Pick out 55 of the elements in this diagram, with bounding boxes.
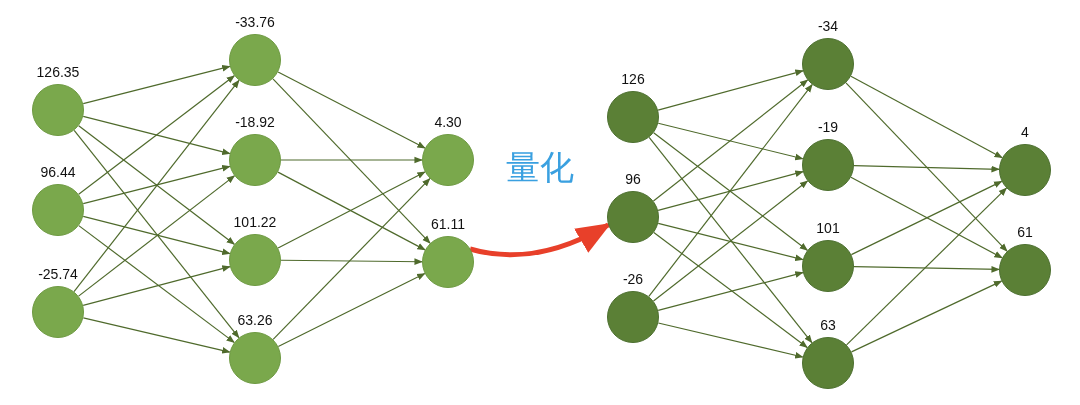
value-label: 4.30 <box>433 114 463 130</box>
arrow <box>272 78 431 244</box>
arrow <box>82 317 231 354</box>
arrow <box>82 265 231 306</box>
value-label: 126 <box>620 71 646 87</box>
value-label: 61.11 <box>430 216 466 232</box>
arrow <box>82 65 231 105</box>
value-label: 61 <box>1016 224 1034 240</box>
arrow <box>78 225 235 343</box>
arrow <box>280 156 423 164</box>
arrow <box>850 280 1003 353</box>
arrow <box>648 83 813 297</box>
arrow <box>82 115 231 155</box>
value-label: -26 <box>621 271 645 287</box>
arrow <box>853 265 1000 273</box>
arrow <box>657 122 804 161</box>
arrow <box>78 175 236 297</box>
value-label: -19 <box>816 119 840 135</box>
arrow <box>280 258 423 265</box>
arrow <box>653 132 808 251</box>
arrow <box>277 272 426 348</box>
arrow <box>657 222 804 262</box>
arrow <box>652 79 809 202</box>
arrow <box>78 75 235 195</box>
arrow <box>657 69 804 111</box>
value-label: -25.74 <box>37 266 79 282</box>
arrow <box>657 271 804 312</box>
value-label: 101 <box>815 220 841 236</box>
arrow <box>845 82 1008 252</box>
arrow <box>73 79 240 293</box>
arrow <box>82 215 231 255</box>
edge-label: 量化 <box>506 146 574 189</box>
value-label: -18.92 <box>234 114 276 130</box>
arrow <box>648 136 813 344</box>
arrow <box>82 165 231 205</box>
arrow <box>853 165 1000 173</box>
arrow <box>850 75 1003 159</box>
arrow <box>272 178 431 340</box>
arrow <box>78 125 235 245</box>
value-label: -33.76 <box>234 14 276 30</box>
value-label: 63 <box>819 317 837 333</box>
arrow <box>657 170 804 211</box>
value-label: 63.26 <box>236 312 274 328</box>
value-label: 101.22 <box>232 214 278 230</box>
arrow <box>845 187 1008 346</box>
arrow <box>277 71 426 149</box>
value-label: 96 <box>624 171 642 187</box>
arrow <box>653 232 808 349</box>
value-label: 96.44 <box>39 164 77 180</box>
arrow <box>73 129 240 339</box>
arrow <box>652 180 809 302</box>
value-label: 126.35 <box>35 64 81 80</box>
value-label: 4 <box>1020 124 1030 140</box>
value-label: -34 <box>816 18 840 34</box>
arrow <box>657 322 804 359</box>
